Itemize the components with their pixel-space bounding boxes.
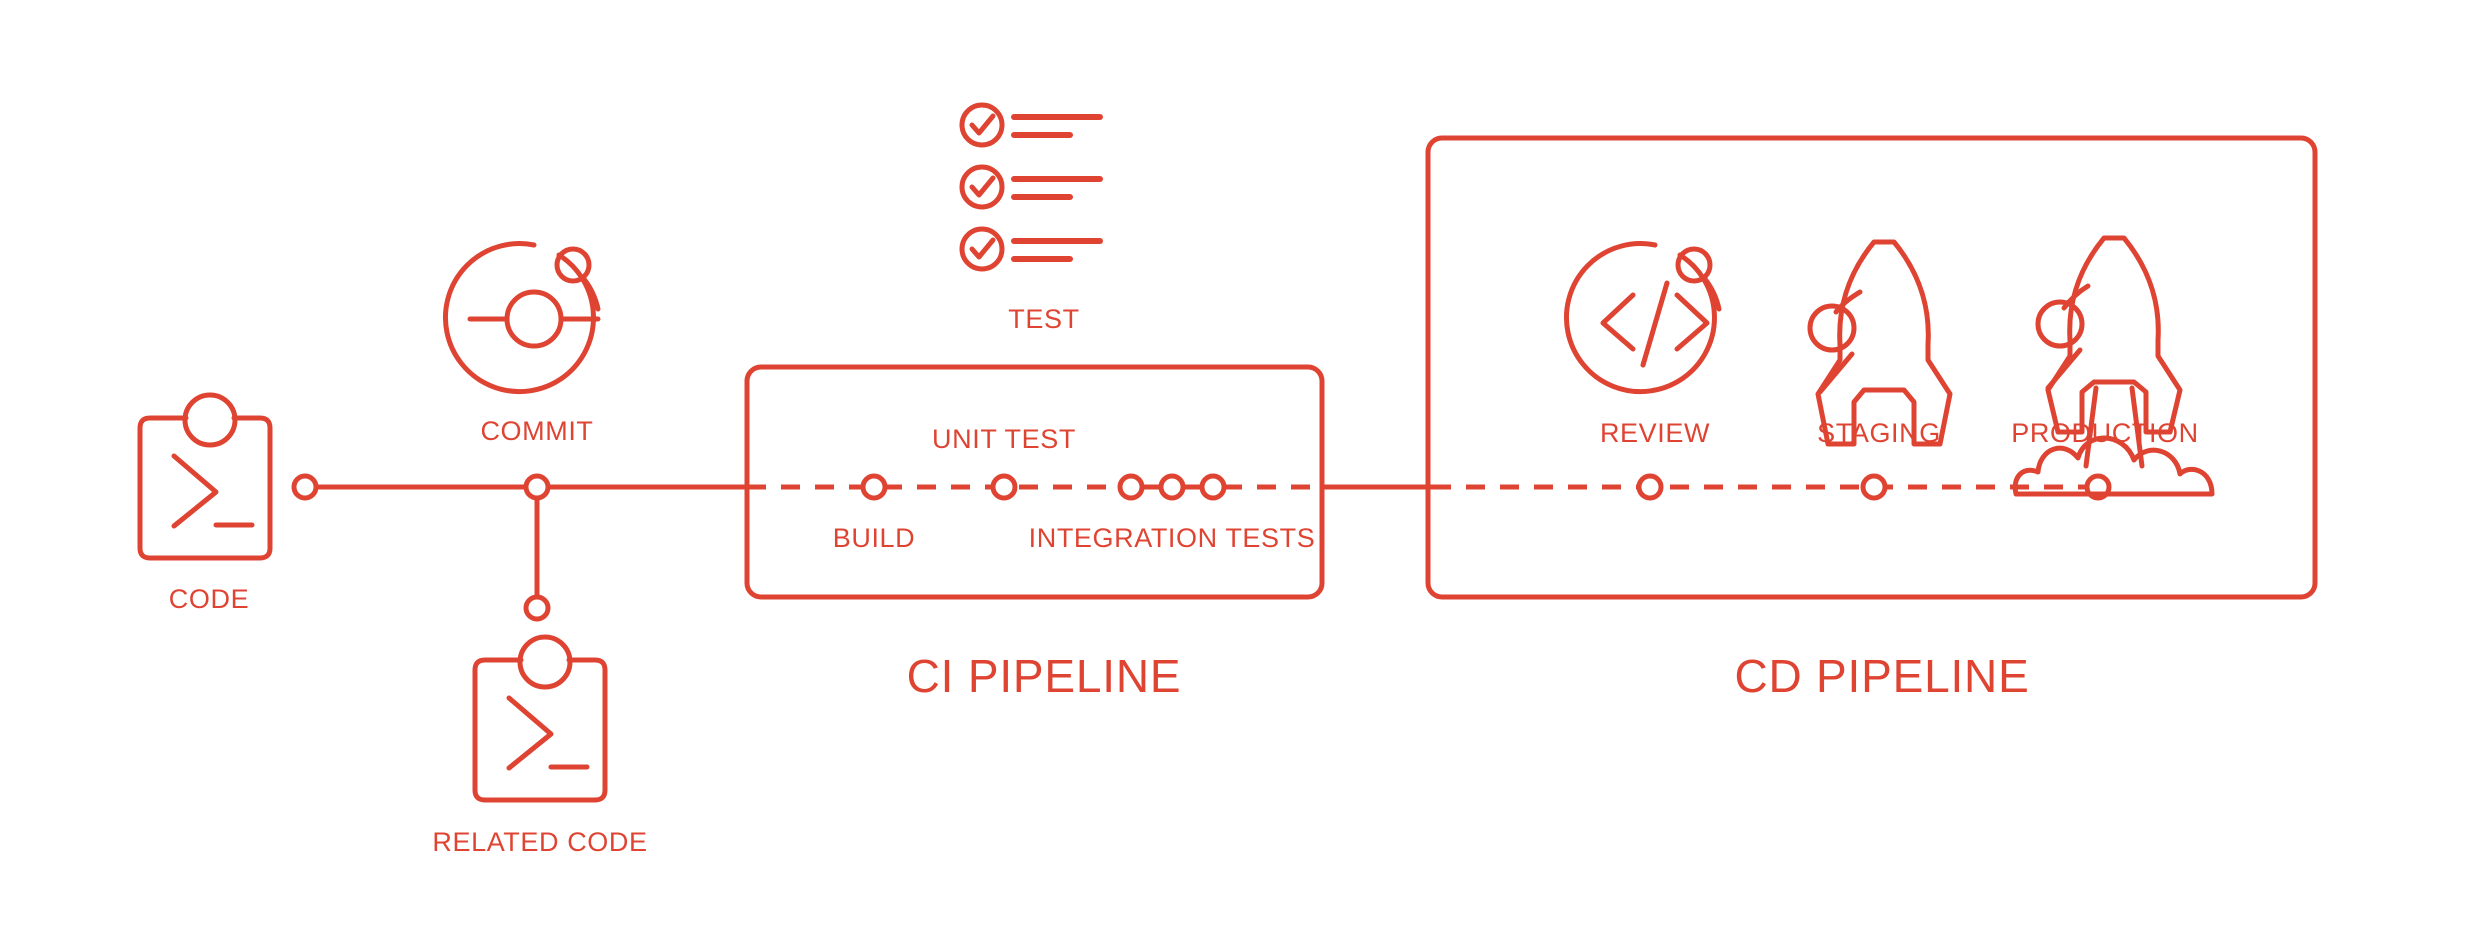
check-row-2 [962, 167, 1100, 207]
staging-node[interactable] [1860, 473, 1888, 501]
check-row-3 [962, 229, 1100, 269]
timeline-start-node[interactable] [291, 473, 319, 501]
label-cd-pipeline: CD PIPELINE [1734, 650, 2029, 702]
related-code-icon [475, 637, 605, 800]
integration-test-node-2[interactable] [1158, 473, 1186, 501]
review-node[interactable] [1636, 473, 1664, 501]
label-review: REVIEW [1600, 418, 1710, 448]
label-integration-tests: INTEGRATION TESTS [1029, 523, 1316, 553]
check-row-1 [962, 105, 1100, 145]
label-ci-pipeline: CI PIPELINE [907, 650, 1182, 702]
label-build: BUILD [833, 523, 916, 553]
label-test: TEST [1008, 304, 1079, 334]
cd-pipeline-box [1425, 135, 2318, 600]
label-related-code: RELATED CODE [432, 827, 647, 857]
build-node[interactable] [860, 473, 888, 501]
rocket-launch-icon [2015, 238, 2212, 494]
unit-test-node[interactable] [990, 473, 1018, 501]
related-code-node[interactable] [523, 594, 551, 622]
label-unit-test: UNIT TEST [932, 424, 1076, 454]
label-commit: COMMIT [480, 416, 593, 446]
integration-test-node-3[interactable] [1199, 473, 1227, 501]
code-review-circle-icon [1566, 244, 1719, 392]
rocket-idle-icon [1810, 242, 1950, 444]
commit-node[interactable] [523, 473, 551, 501]
label-code: CODE [169, 584, 249, 614]
label-staging: STAGING [1817, 418, 1941, 448]
ci-pipeline-box [744, 364, 1325, 600]
integration-test-node-1[interactable] [1117, 473, 1145, 501]
commit-icon [445, 244, 598, 392]
checklist-icon [962, 105, 1100, 269]
code-icon [140, 395, 270, 558]
label-production: PRODUCTION [2011, 418, 2199, 448]
